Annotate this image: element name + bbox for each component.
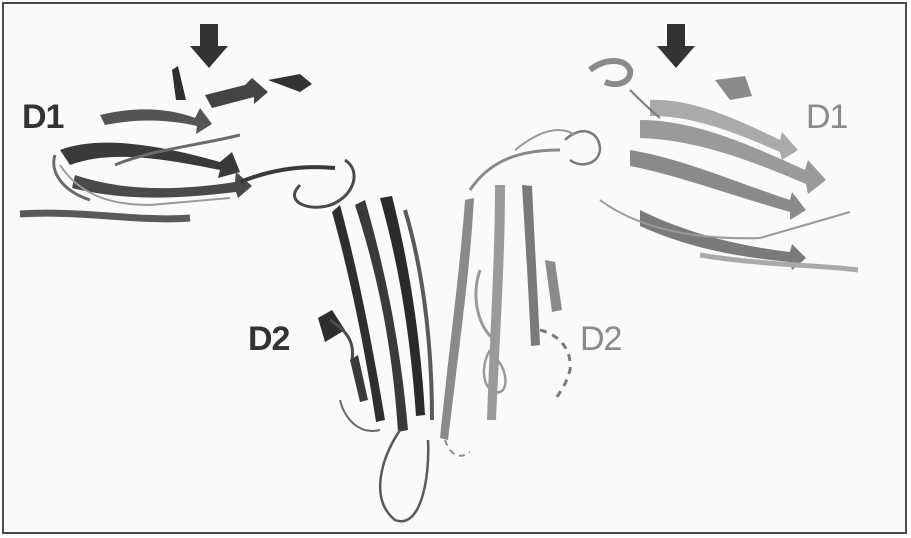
left-d1-domain (20, 66, 335, 219)
left-d2-domain (318, 196, 432, 521)
label-d1-left: D1 (22, 100, 63, 134)
left-monomer (20, 66, 432, 521)
down-arrow-icon (657, 24, 695, 68)
right-d2-domain (440, 130, 575, 456)
right-linker (470, 150, 560, 190)
down-arrow-icon (190, 24, 228, 68)
right-d1-domain (565, 61, 858, 270)
label-d1-right: D1 (806, 100, 847, 134)
right-monomer (440, 61, 858, 456)
label-d2-left: D2 (248, 322, 289, 356)
label-d2-right: D2 (580, 322, 621, 356)
